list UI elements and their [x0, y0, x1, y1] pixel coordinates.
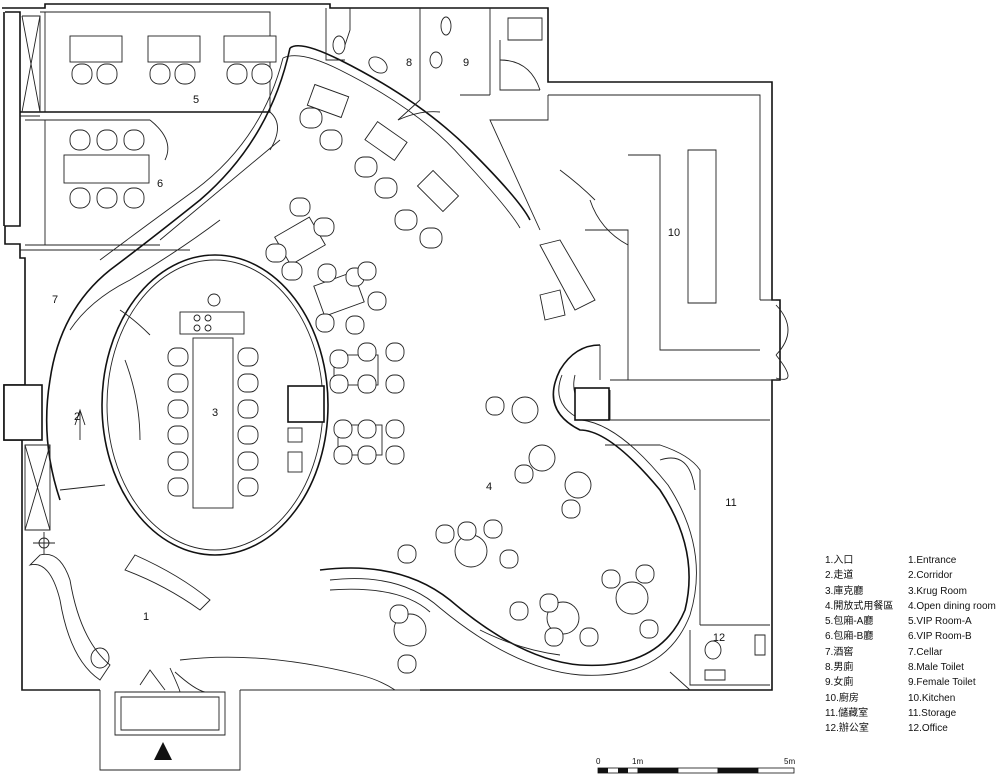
scale-bar: 0 1m 5m: [596, 757, 796, 777]
entrance-elements: [28, 553, 396, 693]
scale-label-5m: 5m: [784, 757, 796, 766]
north-arrow-triangle-icon: [154, 742, 172, 760]
legend-zh-item: 8.男廁: [825, 662, 854, 674]
legend-en-column: 1.Entrance 2.Corridor 3.Krug Room 4.Open di…: [908, 553, 996, 737]
legend-zh-item: 10.廚房: [825, 692, 859, 704]
room-number-3: 3: [212, 407, 218, 419]
legend-en-item: 4.Open dining room: [908, 600, 996, 612]
legend-zh-item: 11.儲藏室: [825, 707, 869, 719]
scale-bar-graphic: [597, 767, 795, 774]
legend-en-item: 3.Krug Room: [908, 585, 967, 597]
legend-en-item: 12.Office: [908, 723, 948, 735]
vip-room-b-walls: [25, 119, 169, 246]
room-number-6: 6: [157, 178, 163, 190]
room-number-12: 12: [713, 632, 725, 644]
kitchen-walls: [489, 94, 789, 381]
room-number-1: 1: [143, 611, 149, 623]
legend-en-item: 9.Female Toilet: [908, 677, 976, 689]
scale-label-1m: 1m: [632, 757, 644, 766]
legend-en-item: 7.Cellar: [908, 646, 943, 658]
legend-en-item: 1.Entrance: [908, 555, 957, 566]
legend-en-item: 6.VIP Room-B: [908, 631, 972, 643]
legend-zh-column: 1.入口 2.走道 3.庫克廳 4.開放式用餐區 5.包廂-A廳 6.包廂-B廳 7.酒窖 8…: [825, 553, 893, 737]
room-number-4: 4: [486, 481, 492, 493]
storage-office-walls: [605, 379, 770, 691]
compass-icon: [33, 532, 55, 554]
corridor-elements: [3, 384, 106, 531]
legend-en-item: 11.Storage: [908, 707, 957, 719]
legend-zh-item: 7.酒窖: [825, 646, 854, 658]
room-number-10: 10: [668, 227, 680, 239]
room-number-9: 9: [463, 57, 469, 69]
legend-en-item: 2.Corridor: [908, 570, 953, 582]
open-dining-furniture: [265, 83, 659, 674]
room-number-11: 11: [725, 497, 736, 509]
vip-room-a-furniture: [69, 35, 277, 85]
curved-corridor-walls: [45, 44, 531, 501]
legend-en-item: 10.Kitchen: [908, 692, 956, 704]
room-number-5: 5: [193, 94, 199, 106]
legend-en-item: 8.Male Toilet: [908, 662, 964, 674]
vip-room-b-furniture: [63, 129, 150, 209]
legend-zh-item: 3.庫克廳: [825, 585, 864, 597]
legend-zh-item: 1.入口: [825, 555, 854, 566]
room-number-2: 2: [74, 411, 80, 423]
krug-room-chairs: [167, 347, 259, 497]
legend-zh-item: 6.包廂-B廳: [825, 631, 874, 643]
room-number-8: 8: [406, 57, 412, 69]
vip-room-a-walls: [20, 15, 278, 151]
legend-zh-item: 4.開放式用餐區: [825, 600, 894, 612]
toilets-block: [325, 8, 543, 121]
legend-zh-item: 5.包廂-A廳: [825, 616, 874, 628]
dining-banquettes: [319, 344, 697, 676]
scale-label-0: 0: [596, 757, 601, 766]
room-number-7: 7: [52, 294, 58, 306]
krug-room: [101, 254, 329, 556]
legend-zh-item: 9.女廁: [825, 677, 854, 689]
legend-en-item: 5.VIP Room-A: [908, 616, 972, 628]
legend-zh-item: 2.走道: [825, 570, 854, 582]
legend-zh-item: 12.辦公室: [825, 723, 869, 735]
